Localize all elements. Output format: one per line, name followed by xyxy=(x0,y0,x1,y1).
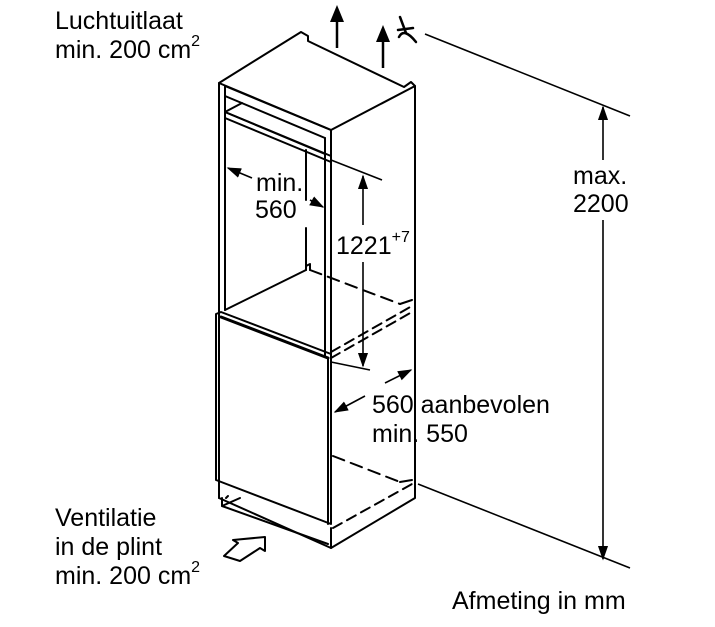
niche-floor xyxy=(224,269,413,359)
cabinet-top xyxy=(218,31,416,131)
upper-vent-opening xyxy=(224,85,332,163)
cabinet-right-front-edge xyxy=(324,129,332,361)
plinth xyxy=(218,489,416,549)
cabinet-left-post xyxy=(218,82,226,499)
max-height-dimension xyxy=(417,33,631,569)
ceiling-mark-icon xyxy=(396,15,418,44)
appliance-door xyxy=(215,311,332,525)
niche-inner-lines xyxy=(305,149,311,271)
niche-depth-dimension xyxy=(333,369,413,413)
air-outlet-label: Luchtuitlaat min. 200 cm2 xyxy=(55,7,201,64)
lower-dashed-lines xyxy=(332,455,413,529)
niche-height-label: 1221+7 xyxy=(336,229,410,261)
niche-depth-label: 560 aanbevolen min. 550 xyxy=(372,391,550,448)
niche-width-dimension xyxy=(226,167,325,208)
niche-width-label: min. 560 xyxy=(255,169,304,224)
max-height-label: max. 2200 xyxy=(573,162,629,218)
air-outlet-arrows xyxy=(330,5,390,68)
unit-note: Afmeting in mm xyxy=(452,587,626,615)
ventilation-inlet-arrow xyxy=(223,536,266,562)
niche-height-dimension xyxy=(330,159,383,371)
ventilation-label: Ventilatie in de plint min. 200 cm2 xyxy=(55,504,201,590)
